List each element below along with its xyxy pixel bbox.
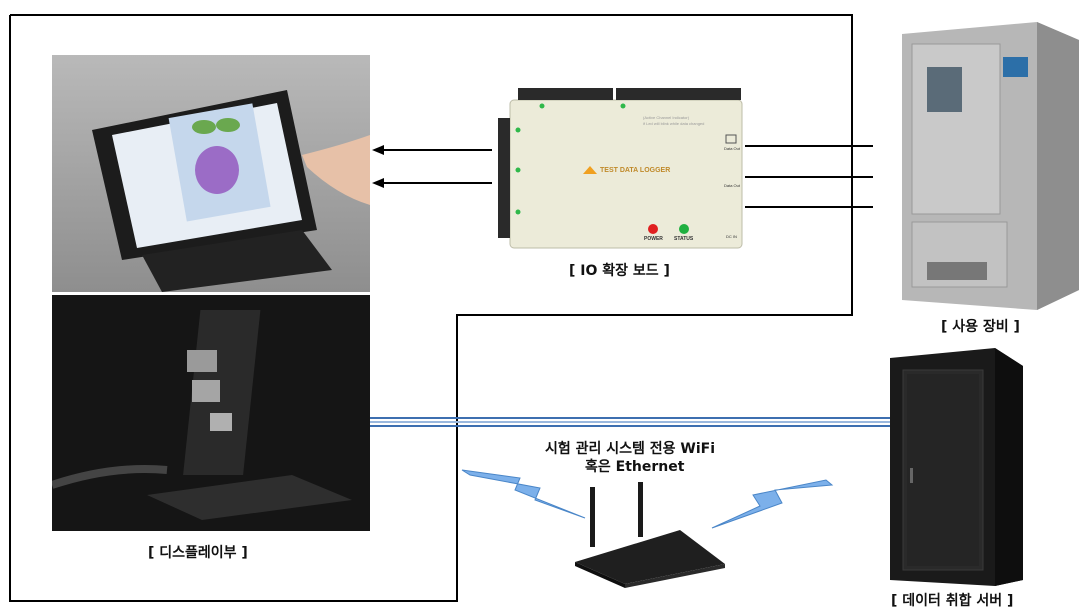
display-side-illustration [52, 295, 370, 531]
data-out-label-2: Data Out [724, 183, 741, 188]
equipment-label: [ 사용 장비 ] [941, 319, 1020, 335]
io-board-label: [ IO 확장 보드 ] [569, 263, 670, 279]
wifi-router [570, 482, 730, 592]
server-illustration [890, 348, 1023, 586]
status-led-label: STATUS [674, 236, 694, 242]
raspberry-logo-icon [168, 103, 271, 222]
arrowhead-1 [372, 145, 384, 155]
wifi-bolt-left [461, 469, 586, 519]
chamber-illustration [902, 22, 1079, 310]
system-boundary-line [9, 14, 853, 602]
dc-in-label: DC IN [726, 234, 737, 239]
power-led-label: POWER [644, 236, 663, 242]
network-label-line1: 시험 관리 시스템 전용 WiFi [545, 441, 716, 457]
tablet-illustration [92, 90, 370, 292]
test-equipment-photo [887, 22, 1079, 310]
logger-channel-indicator: (Active Channel Indicator) [643, 115, 690, 120]
server-label: [ 데이터 취합 서버 ] [891, 593, 1014, 609]
network-label-line2: 혹은 Ethernet [585, 459, 685, 475]
wifi-bolt-right [711, 479, 834, 529]
display-photo-side [52, 295, 370, 531]
display-photo-front [52, 55, 370, 292]
data-out-label-1: Data Out [724, 146, 741, 151]
logger-box [498, 88, 743, 249]
logger-channel-hint: if Led will blink while data changed [643, 121, 705, 126]
arrowhead-2 [372, 178, 384, 188]
logger-brand: TEST DATA LOGGER [600, 167, 671, 174]
display-label: [ 디스플레이부 ] [148, 545, 248, 561]
server-rack-photo [885, 348, 1025, 586]
io-expansion-board: TEST DATA LOGGER (Active Channel Indicat… [498, 88, 744, 250]
router-illustration [575, 482, 725, 588]
